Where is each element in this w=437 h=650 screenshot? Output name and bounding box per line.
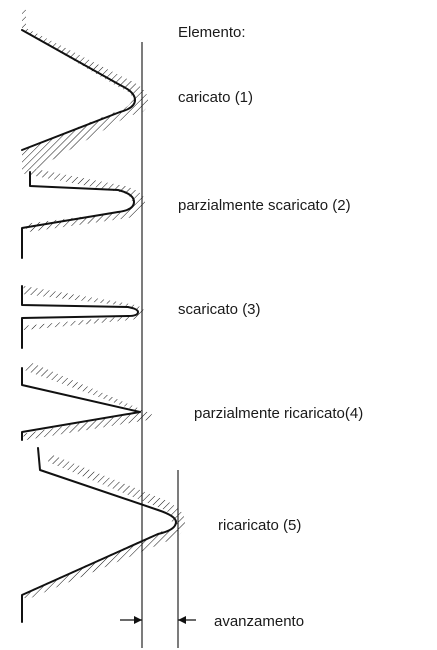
- element-1-shape: [21, 8, 148, 175]
- diagram-title: Elemento:: [178, 24, 246, 41]
- label-state-5: ricaricato (5): [218, 517, 302, 534]
- advance-dimension: [120, 616, 196, 624]
- label-state-3: scaricato (3): [178, 301, 261, 318]
- label-state-2: parzialmente scaricato (2): [178, 197, 351, 214]
- label-state-4: parzialmente ricaricato(4): [194, 405, 364, 422]
- element-3-shape: [21, 285, 144, 349]
- label-state-1: caricato (1): [178, 89, 254, 106]
- element-2-shape: [21, 168, 145, 259]
- dimension-label: avanzamento: [214, 613, 305, 630]
- element-4-shape: [21, 362, 152, 441]
- element-5-shape: [21, 447, 185, 623]
